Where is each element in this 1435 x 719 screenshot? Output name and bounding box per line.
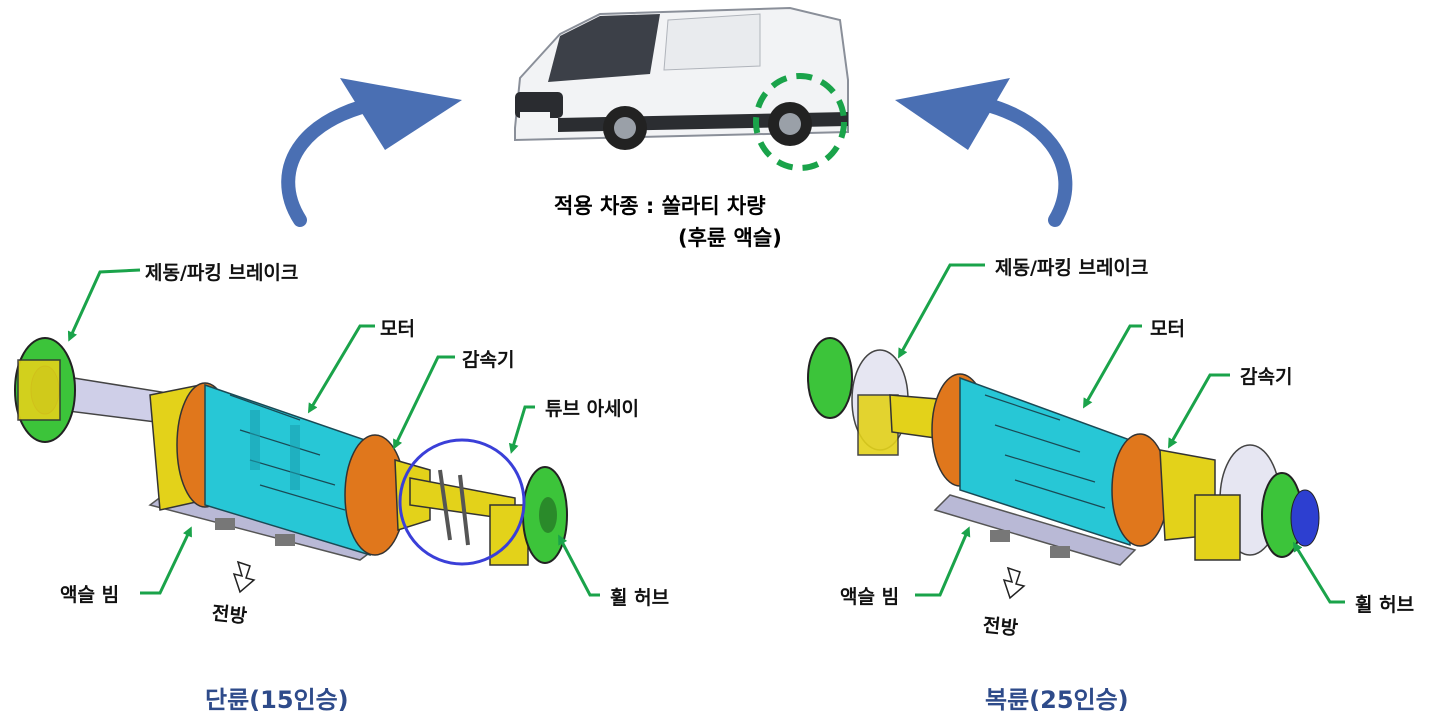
left-reducer-label: 감속기: [462, 349, 515, 371]
left-front-label: 전방: [210, 602, 248, 628]
right-leader-lines: [898, 263, 1345, 604]
leader-right-hub: [1292, 541, 1345, 604]
right-axle-assembly: [807, 337, 1320, 566]
leader-left-hub: [558, 534, 600, 597]
right-front-arrow-icon: [1002, 566, 1026, 600]
right-front-label: 전방: [981, 614, 1019, 640]
leader-left-motor: [307, 324, 375, 414]
leader-left-reducer: [393, 355, 455, 450]
leader-left-brake: [67, 268, 141, 342]
right-brake-label: 제동/파킹 브레이크: [995, 257, 1149, 279]
leader-right-brake: [898, 263, 985, 359]
right-motor-label: 모터: [1150, 318, 1185, 340]
left-tube-label: 튜브 아세이: [545, 398, 640, 420]
leader-right-motor: [1083, 324, 1142, 409]
van-image: [514, 6, 849, 150]
left-beam-label: 액슬 빔: [60, 584, 120, 606]
right-reducer-label: 감속기: [1240, 366, 1293, 388]
left-front-arrow-icon: [232, 560, 256, 594]
tube-assy-highlight-circle: [398, 438, 526, 566]
rear-wheel-highlight-circle: [753, 73, 847, 171]
vehicle-axle-label: (후륜 액슬): [678, 226, 782, 250]
leader-right-beam: [915, 526, 971, 597]
left-motor-label: 모터: [380, 318, 415, 340]
left-caption: 단륜(15인승): [205, 686, 349, 714]
leader-left-beam: [140, 526, 192, 595]
vehicle-type-label: 적용 차종 : 쏠라티 차량: [554, 194, 766, 218]
left-axle-assembly: [14, 337, 568, 566]
left-curved-arrow: [281, 78, 462, 227]
left-brake-label: 제동/파킹 브레이크: [145, 262, 299, 284]
right-beam-label: 액슬 빔: [840, 586, 900, 608]
right-hub-label: 휠 허브: [1355, 594, 1415, 616]
right-curved-arrow: [895, 78, 1073, 227]
right-caption: 복륜(25인승): [985, 686, 1129, 714]
leader-left-tube: [508, 405, 535, 454]
leader-right-reducer: [1168, 373, 1230, 449]
left-hub-label: 휠 허브: [610, 587, 670, 609]
left-leader-lines: [67, 268, 600, 597]
